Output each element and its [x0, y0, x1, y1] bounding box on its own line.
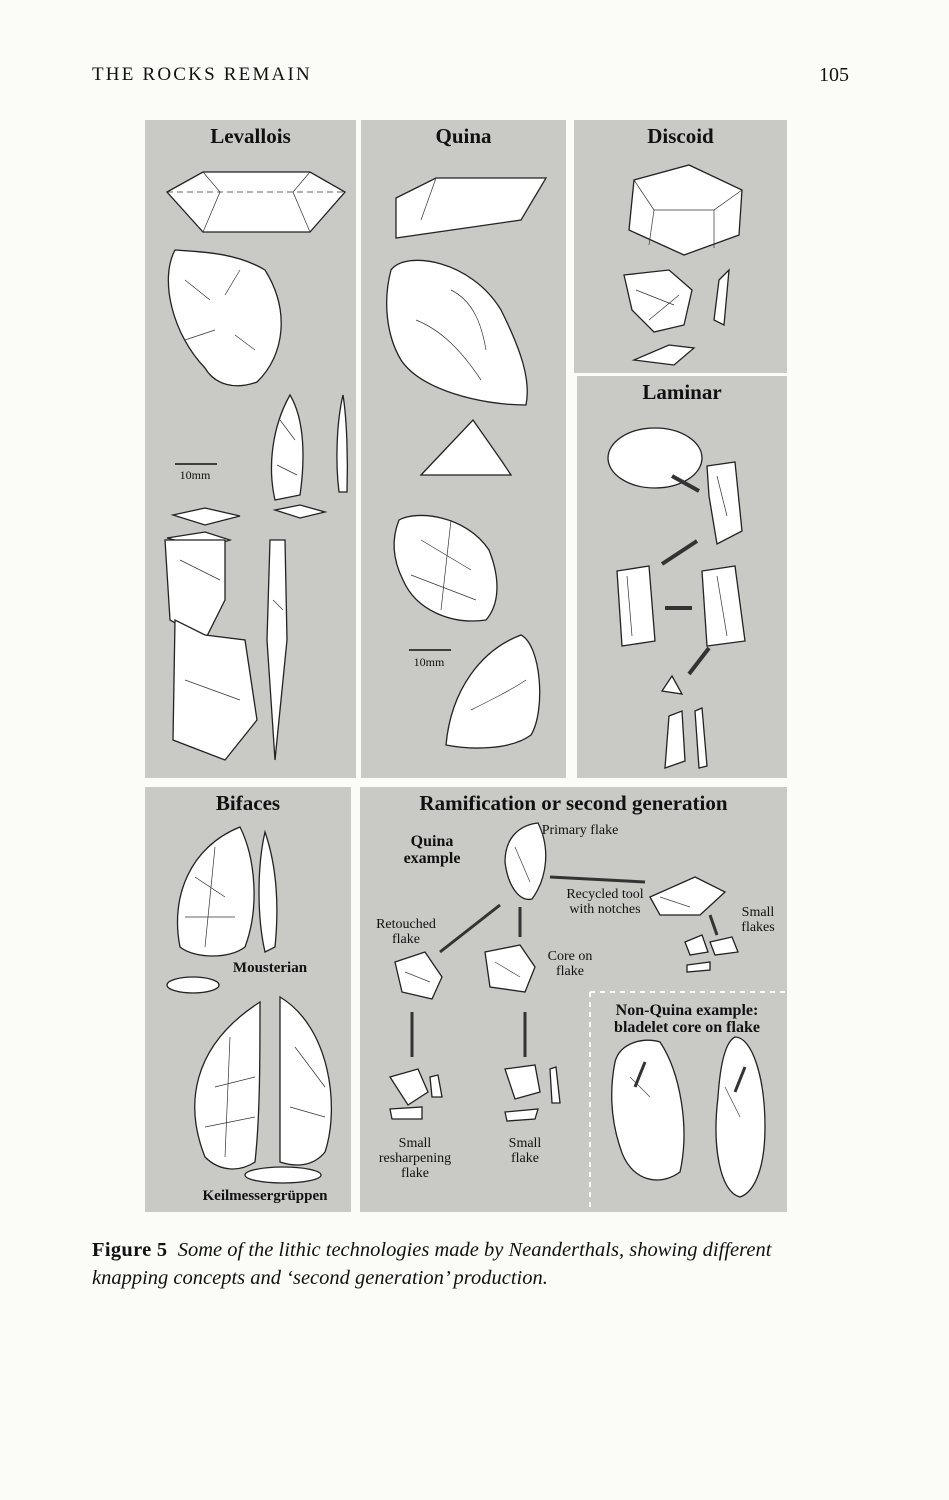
quina-drawings	[386, 177, 548, 749]
ramification-drawings	[388, 822, 787, 1212]
levallois-scale: 10mm	[179, 468, 211, 482]
bifaces-title: Bifaces	[215, 791, 281, 815]
small-flakes-label: Small flakes	[741, 905, 775, 935]
figure-label: Figure 5	[92, 1239, 168, 1261]
quina-scale: 10mm	[413, 655, 445, 669]
laminar-drawings	[607, 427, 746, 769]
discoid-title: Discoid	[647, 124, 714, 148]
figure-text: Some of the lithic technologies made by …	[92, 1239, 772, 1289]
keilmesser-label: Keilmessergrüppen	[202, 1188, 328, 1204]
levallois-panel: Levallois 10mm	[145, 120, 356, 778]
discoid-drawings	[623, 164, 743, 366]
core-on-flake-label: Core on flake	[547, 949, 593, 979]
non-quina-label: Non-Quina example: bladelet core on flak…	[614, 1002, 760, 1036]
levallois-title: Levallois	[210, 124, 291, 148]
retouched-flake-label: Retouched flake	[376, 917, 436, 947]
running-head: THE ROCKS REMAIN 105	[92, 64, 849, 94]
ramification-title: Ramification or second generation	[419, 791, 728, 815]
discoid-panel: Discoid	[574, 120, 787, 373]
laminar-panel: Laminar	[577, 376, 787, 778]
bifaces-panel: Bifaces Mousterian Keilmessergrüppen	[145, 787, 351, 1212]
recycled-tool-label: Recycled tool with notches	[566, 887, 644, 917]
figure-caption: Figure 5 Some of the lithic technologies…	[92, 1236, 852, 1292]
running-title: THE ROCKS REMAIN	[92, 64, 312, 85]
quina-title: Quina	[435, 124, 492, 148]
mousterian-label: Mousterian	[232, 960, 308, 976]
page-number: 105	[819, 64, 849, 86]
laminar-title: Laminar	[642, 380, 722, 404]
quina-example-label: Quina example	[403, 833, 461, 867]
small-flake-label: Small flake	[508, 1136, 542, 1166]
small-resharpening-label: Small resharpening flake	[378, 1136, 452, 1181]
ramification-panel: Ramification or second generation	[360, 787, 787, 1212]
levallois-drawings	[164, 171, 349, 761]
primary-flake-label: Primary flake	[541, 823, 619, 838]
quina-panel: Quina 10mm	[361, 120, 566, 778]
bifaces-drawings	[166, 826, 333, 1184]
